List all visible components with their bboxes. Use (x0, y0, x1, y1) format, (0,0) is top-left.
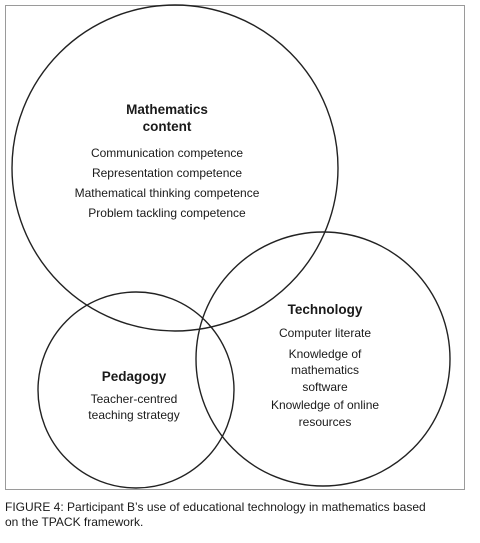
technology-items: Computer literate Knowledge of mathemati… (271, 325, 379, 430)
pedagogy-title-text: Pedagogy (101, 369, 167, 384)
technology-item: Knowledge of (288, 346, 362, 361)
mathematics-content-circle (11, 4, 339, 332)
figure-frame (5, 5, 465, 490)
mathematics-item: Mathematical thinking competence (74, 186, 260, 200)
technology-item: Knowledge of online (270, 398, 380, 412)
mathematics-item: Communication competence (90, 146, 244, 160)
mathematics-title-line1: Mathematics (126, 102, 208, 117)
pedagogy-items: Teacher-centred teaching strategy (88, 391, 179, 423)
mathematics-title-line2: content (142, 119, 192, 134)
technology-item: Computer literate (278, 326, 372, 340)
technology-title: Technology (288, 301, 363, 318)
pedagogy-circle (37, 291, 235, 489)
pedagogy-item: Teacher-centred (90, 392, 178, 406)
technology-item: resources (298, 414, 352, 429)
figure-caption: FIGURE 4: Participant B’s use of educati… (5, 500, 475, 530)
mathematics-content-items: Communication competence Representation … (75, 143, 260, 223)
technology-title-text: Technology (287, 302, 363, 317)
caption-line2: on the TPACK framework. (5, 515, 144, 529)
caption-line1: Participant B’s use of educational techn… (63, 500, 426, 514)
figure-id: FIGURE 4: (5, 500, 64, 514)
mathematics-content-title: Mathematics content (126, 101, 208, 135)
technology-item: software (302, 379, 348, 394)
pedagogy-title: Pedagogy (102, 368, 167, 385)
mathematics-item: Representation competence (91, 166, 243, 180)
mathematics-item: Problem tackling competence (88, 206, 246, 220)
technology-circle (195, 231, 451, 487)
pedagogy-item: teaching strategy (88, 408, 180, 422)
technology-item: mathematics (290, 363, 360, 377)
